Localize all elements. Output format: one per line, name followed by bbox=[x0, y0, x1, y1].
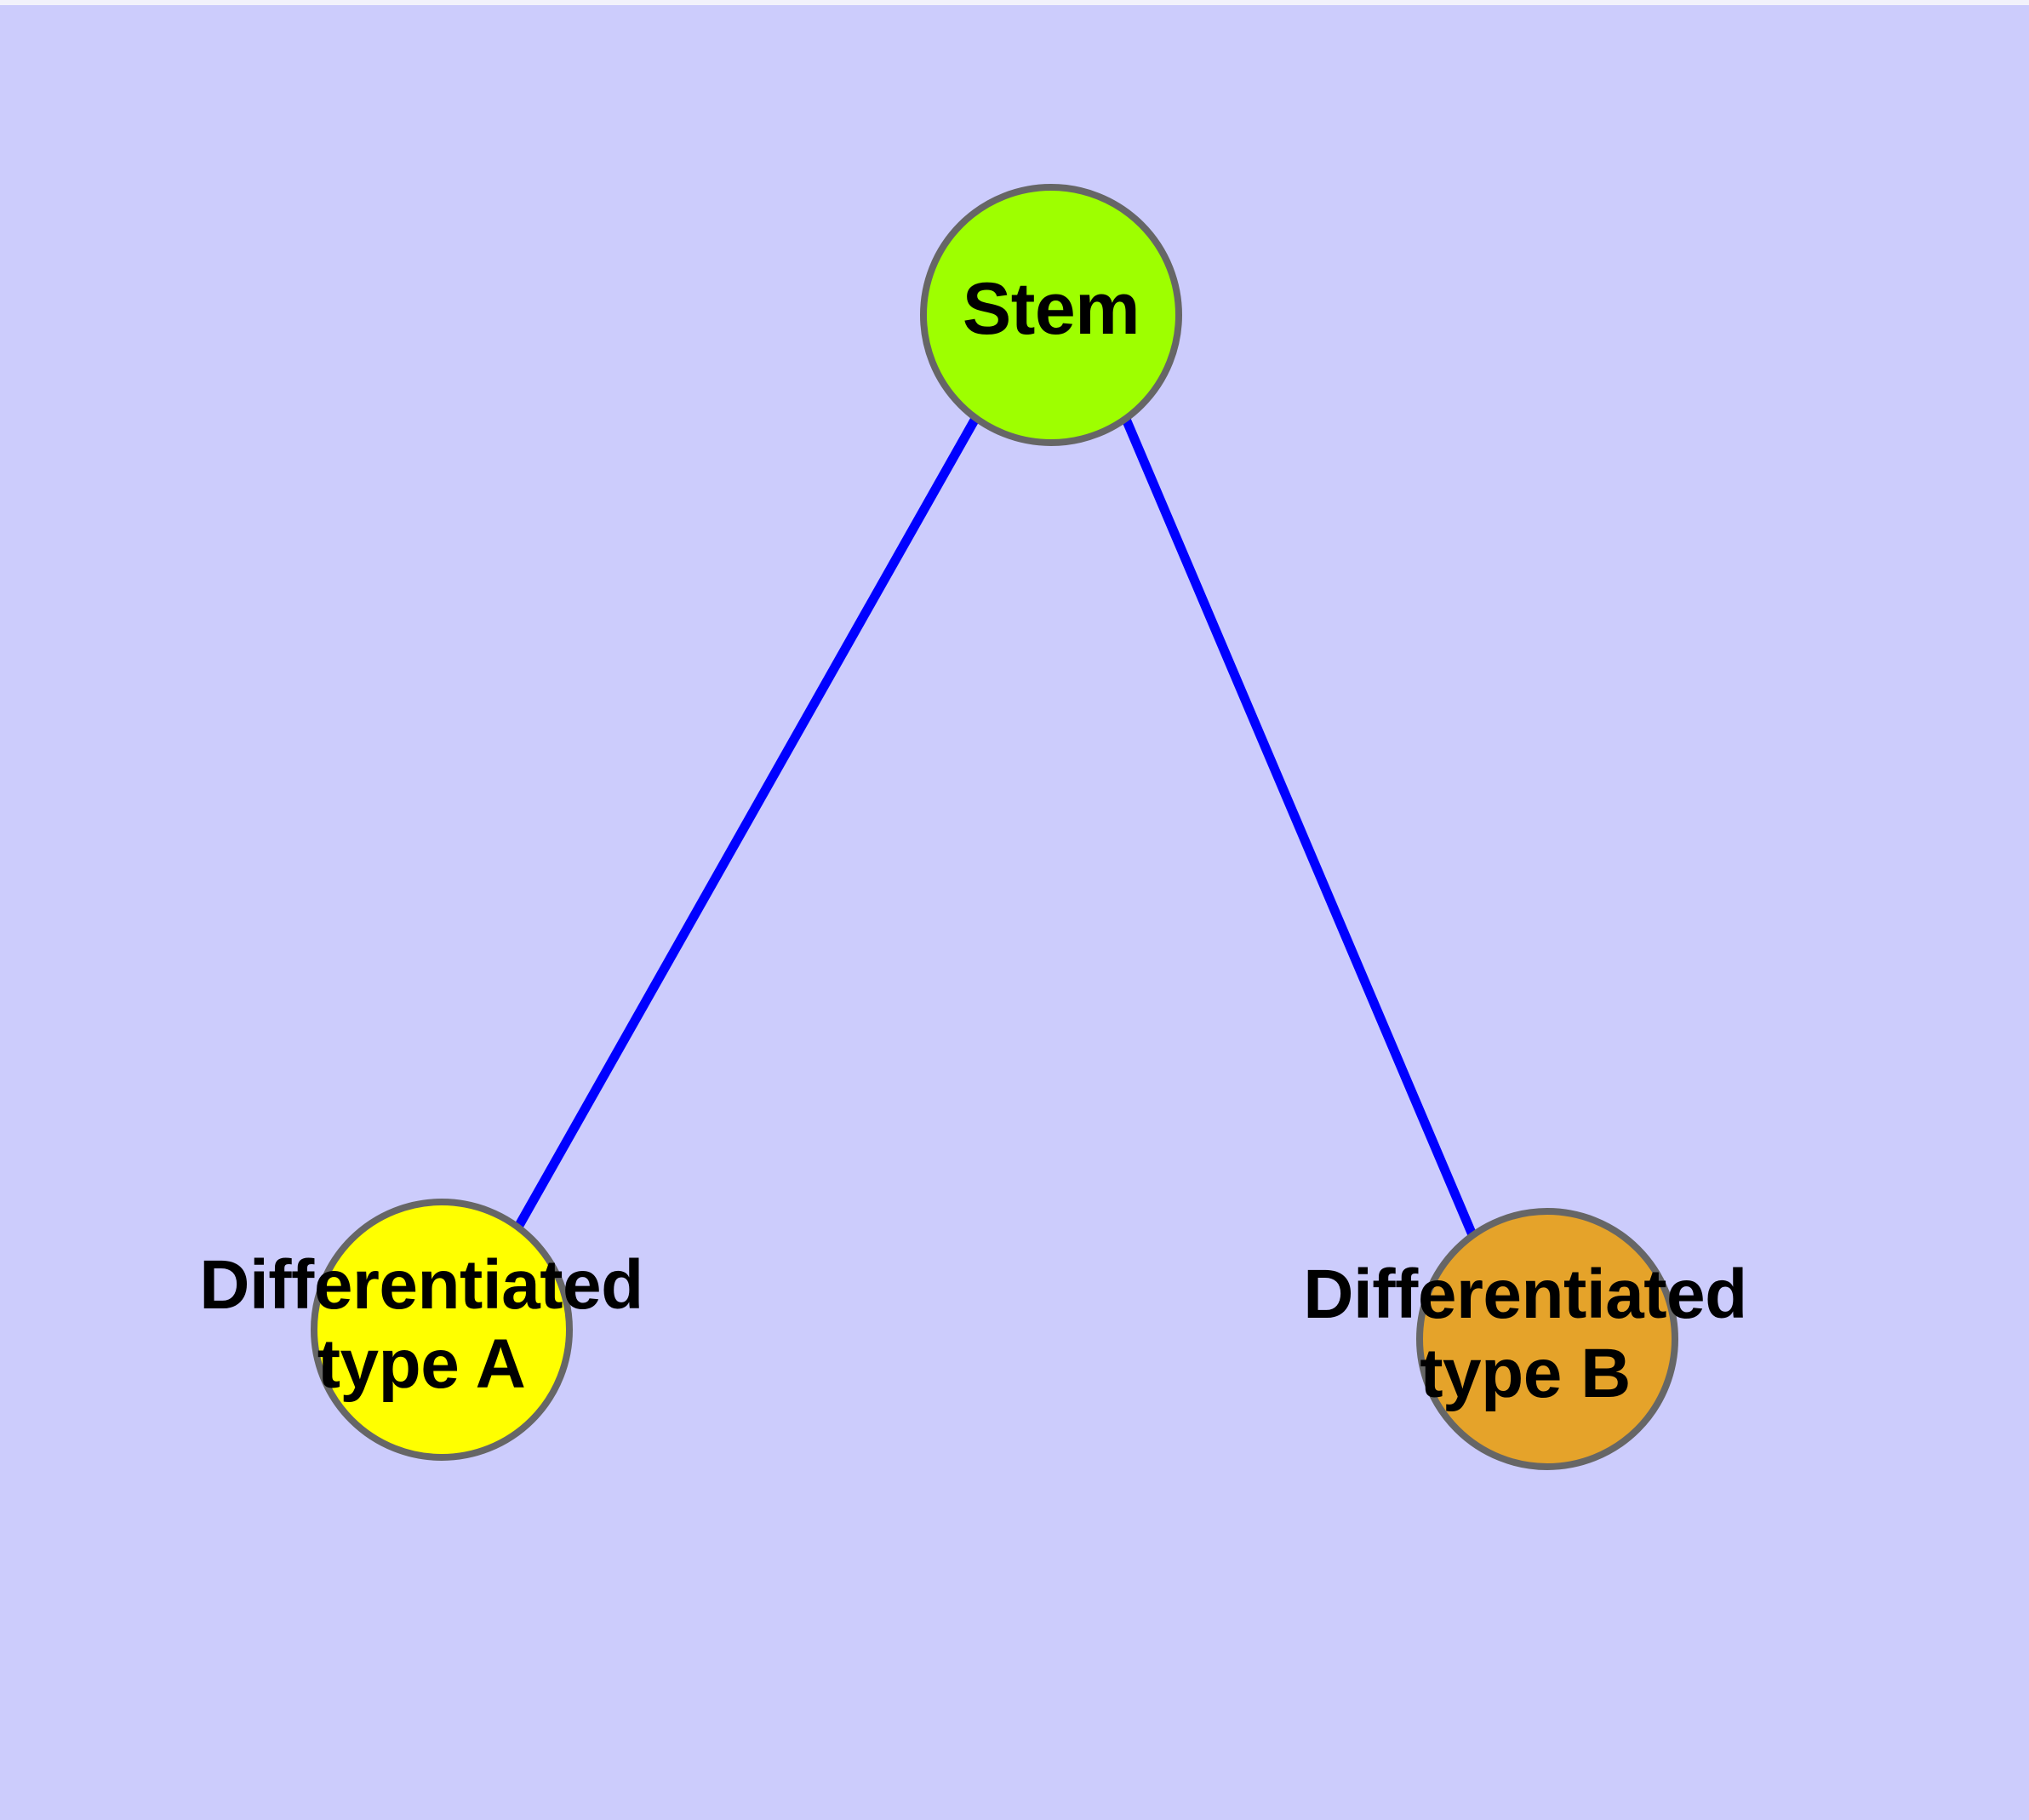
edge-stem-to-differentiated-a bbox=[513, 415, 980, 1231]
edge-layer bbox=[513, 415, 1478, 1239]
canvas-top-strip bbox=[0, 0, 2029, 5]
node-differentiated-type-a[interactable] bbox=[311, 1199, 573, 1461]
node-stem[interactable] bbox=[920, 184, 1182, 446]
node-layer bbox=[311, 184, 1678, 1470]
edge-stem-to-differentiated-b bbox=[1120, 415, 1478, 1239]
node-differentiated-type-b[interactable] bbox=[1416, 1208, 1678, 1470]
